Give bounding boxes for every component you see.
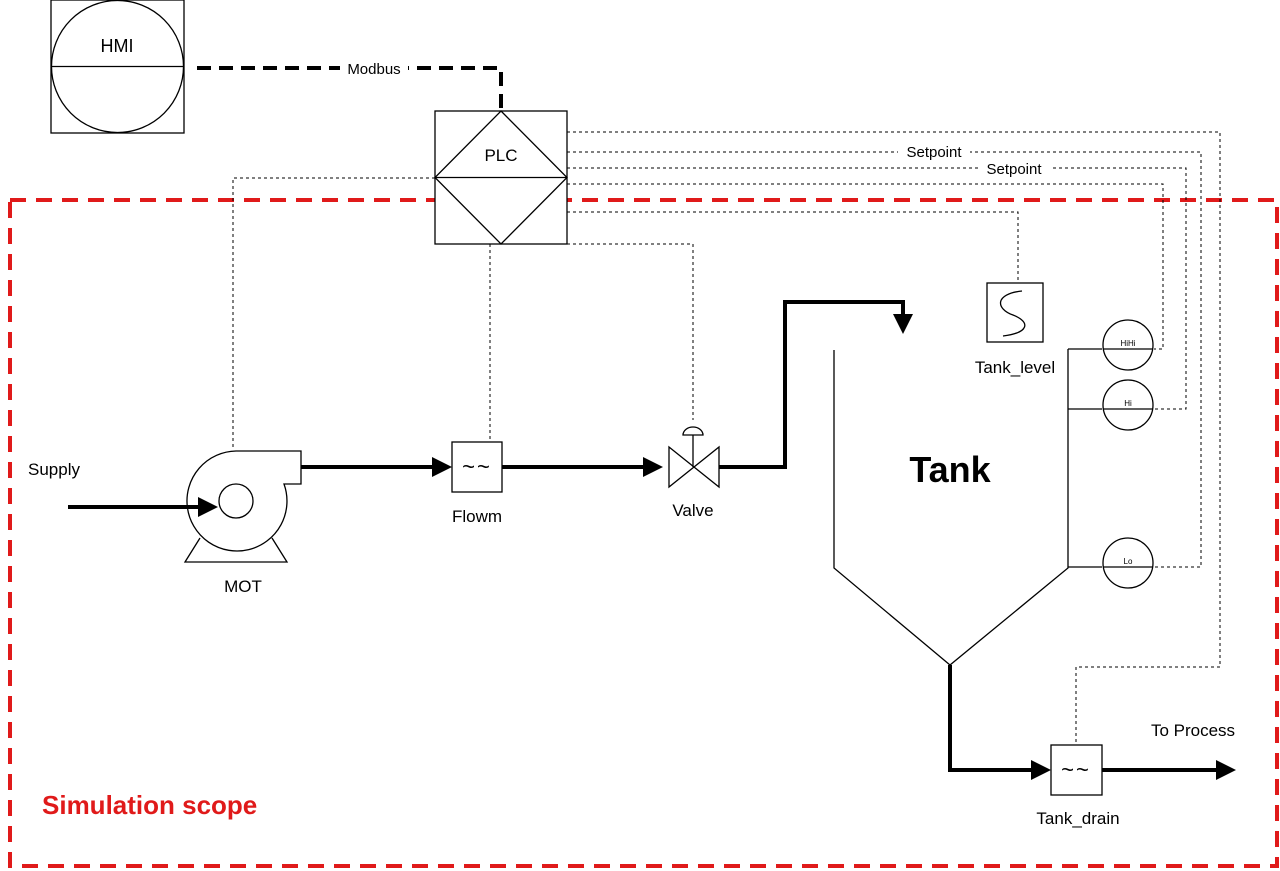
tank-drain-glyph: ~~ [1061, 757, 1091, 782]
control-valve-symbol[interactable]: Valve [668, 426, 720, 520]
flowmeter-symbol[interactable]: ~~ Flowm [451, 441, 503, 526]
switch-hi-label: Hi [1124, 399, 1132, 408]
tank-label: Tank [909, 449, 991, 490]
supply-label: Supply [28, 460, 80, 479]
hmi-symbol[interactable]: HMI [50, 0, 185, 134]
level-switch-hihi[interactable]: HiHi [1068, 319, 1154, 371]
tank-outlet-pipe [948, 665, 1051, 780]
setpoint-label-2: Setpoint [986, 161, 1042, 178]
motor-label: MOT [224, 577, 262, 596]
simulation-scope-border [8, 198, 1279, 868]
level-switch-lo[interactable]: Lo [1068, 537, 1154, 589]
tank-drain-flowmeter[interactable]: ~~ Tank_drain [1036, 744, 1120, 828]
switch-hihi-label: HiHi [1120, 339, 1135, 348]
pump-motor-symbol[interactable]: MOT [183, 450, 302, 596]
plc-label: PLC [484, 146, 517, 165]
tank-level-sensor[interactable]: Tank_level [975, 282, 1055, 377]
modbus-link [197, 66, 503, 111]
flowmeter-glyph: ~~ [462, 454, 492, 479]
hmi-label: HMI [101, 36, 134, 56]
modbus-label: Modbus [347, 61, 400, 78]
tank-inlet-pipe [719, 300, 913, 469]
simulation-scope-label: Simulation scope [42, 790, 257, 820]
tank-level-label: Tank_level [975, 358, 1055, 377]
valve-label: Valve [672, 501, 713, 520]
plc-symbol[interactable]: PLC [434, 110, 568, 245]
to-process-label: To Process [1151, 721, 1235, 740]
level-switch-hi[interactable]: Hi [1068, 379, 1154, 431]
switch-lo-label: Lo [1124, 557, 1133, 566]
signal-lines [232, 131, 1221, 745]
setpoint-label-1: Setpoint [906, 144, 962, 161]
tank-symbol[interactable]: Tank [833, 349, 1069, 666]
tank-drain-label: Tank_drain [1036, 809, 1119, 828]
flowmeter-label: Flowm [452, 507, 502, 526]
